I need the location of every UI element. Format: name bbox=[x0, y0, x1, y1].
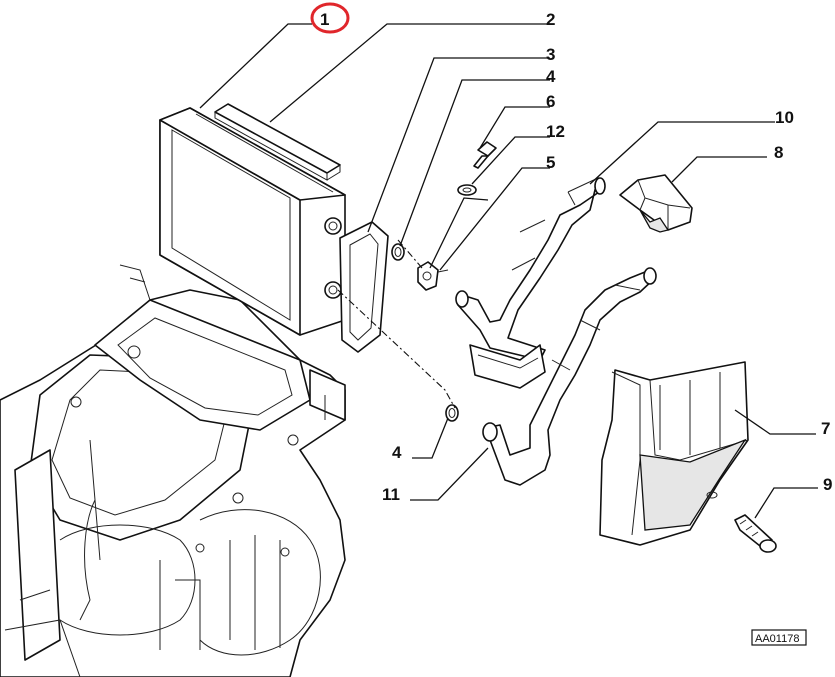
callout-4-lower: 4 bbox=[392, 443, 402, 462]
washer bbox=[457, 184, 477, 196]
highlight-circle bbox=[310, 2, 350, 34]
callout-3: 3 bbox=[546, 45, 555, 64]
o-ring-upper bbox=[391, 243, 405, 261]
bolt bbox=[734, 514, 777, 553]
bracket bbox=[619, 174, 693, 233]
callout-7: 7 bbox=[821, 419, 830, 438]
callout-1: 1 bbox=[320, 10, 329, 29]
reference-code-text: AA01178 bbox=[755, 633, 799, 645]
assembly-lines bbox=[337, 239, 456, 409]
upper-pipe bbox=[455, 177, 606, 389]
cover-panel bbox=[599, 361, 749, 546]
callout-5: 5 bbox=[546, 153, 555, 172]
foam-strip bbox=[214, 103, 341, 181]
leader-lines bbox=[199, 23, 818, 519]
reference-code: AA01178 bbox=[751, 629, 807, 646]
callout-10: 10 bbox=[775, 108, 794, 127]
heater-housing bbox=[0, 264, 346, 677]
callout-9: 9 bbox=[823, 475, 832, 494]
callout-6: 6 bbox=[546, 92, 555, 111]
callout-11: 11 bbox=[382, 485, 400, 504]
clamp bbox=[417, 261, 449, 291]
callout-labels: 1 2 3 4 6 12 5 10 8 7 9 4 11 bbox=[320, 10, 832, 504]
o-ring-lower bbox=[445, 404, 459, 422]
gasket-seal bbox=[339, 221, 389, 353]
callout-4-upper: 4 bbox=[546, 67, 556, 86]
heater-core bbox=[159, 107, 346, 336]
callout-2: 2 bbox=[546, 10, 555, 29]
callout-8: 8 bbox=[774, 143, 783, 162]
callout-12: 12 bbox=[546, 122, 565, 141]
screw bbox=[473, 141, 497, 169]
lower-pipe bbox=[482, 267, 657, 486]
